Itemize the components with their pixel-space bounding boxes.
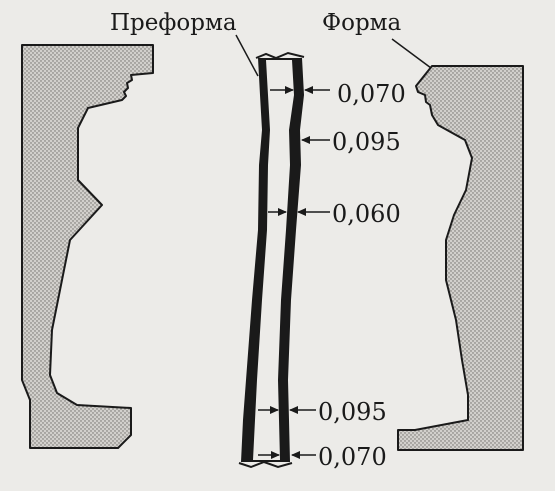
- dimension-label-3: 0,060: [332, 200, 401, 228]
- dimension-label-4: 0,095: [318, 398, 387, 426]
- dimension-label-2: 0,095: [332, 128, 401, 156]
- dimension-label-5: 0,070: [318, 443, 387, 471]
- right-mold-half: [397, 65, 524, 451]
- dimension-arrows: [258, 86, 330, 459]
- mold-leader: [391, 38, 432, 69]
- preform-label: Преформа: [110, 10, 237, 36]
- preform-bottom-break: [238, 460, 293, 469]
- preform-inner: [253, 60, 294, 460]
- left-mold-half: [21, 44, 154, 449]
- dimension-label-1: 0,070: [337, 80, 406, 108]
- mold-label: Форма: [322, 10, 402, 36]
- preform-top-break: [255, 51, 305, 60]
- preform-leader: [235, 34, 259, 77]
